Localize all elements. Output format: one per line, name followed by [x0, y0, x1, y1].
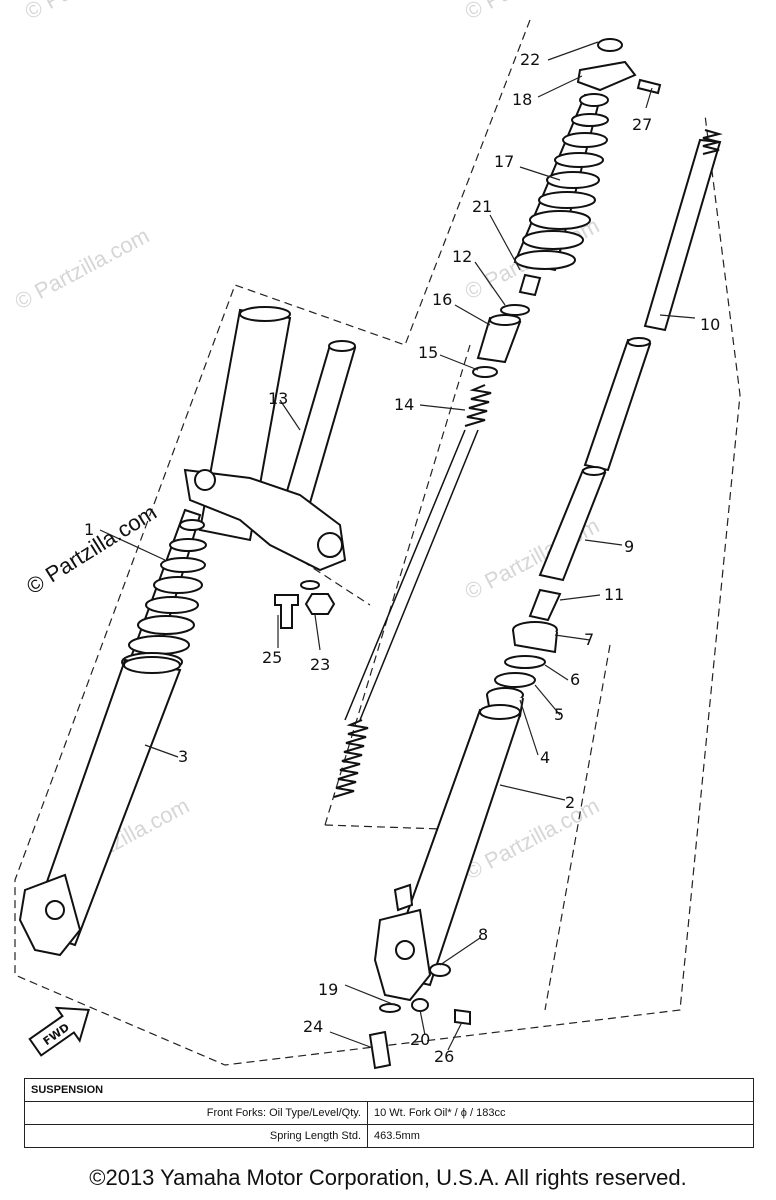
washer-20 — [411, 998, 429, 1012]
callout-27: 27 — [632, 115, 652, 134]
callout-19: 19 — [318, 980, 338, 999]
spec-label: Spring Length Std. — [24, 1124, 368, 1148]
callout-8: 8 — [478, 925, 488, 944]
fork-spring-14 — [333, 384, 492, 798]
clip-6 — [504, 655, 546, 669]
bolt-25 — [274, 594, 299, 629]
right-exploded-parts — [333, 38, 723, 1070]
spec-value: 463.5mm — [367, 1124, 754, 1148]
callout-5: 5 — [554, 705, 564, 724]
callout-16: 16 — [432, 290, 452, 309]
nut-23 — [304, 593, 336, 615]
inner-tube-cap — [239, 306, 291, 322]
table-row: Spring Length Std. 463.5mm — [24, 1124, 754, 1148]
fwd-arrow-icon: FWD — [28, 1006, 90, 1057]
callout-9: 9 — [624, 537, 634, 556]
callout-3: 3 — [178, 747, 188, 766]
callout-17: 17 — [494, 152, 514, 171]
ring-12 — [500, 304, 530, 316]
copyright-text: ©2013 Yamaha Motor Corporation, U.S.A. A… — [89, 1165, 687, 1190]
leader-lines — [99, 41, 696, 1051]
spec-value: 10 Wt. Fork Oil* / ϕ / 183cc — [367, 1101, 754, 1125]
guide-18 — [576, 60, 637, 92]
callout-10: 10 — [700, 315, 720, 334]
bolt-24 — [368, 1030, 392, 1070]
boot-17 — [513, 93, 609, 272]
fork-exploded-diagram: © Partzilla.com © Partzilla.com © Partzi… — [11, 0, 741, 1070]
spec-label: Front Forks: Oil Type/Level/Qty. — [24, 1101, 368, 1125]
left-fork-assembly — [18, 306, 357, 957]
callout-13: 13 — [268, 389, 288, 408]
callout-21: 21 — [472, 197, 492, 216]
callout-25: 25 — [262, 648, 282, 667]
watermark-text: © Partzilla.com — [461, 0, 604, 24]
table-row: Front Forks: Oil Type/Level/Qty. 10 Wt. … — [24, 1101, 754, 1125]
damper-rod-10 — [643, 129, 723, 332]
piece-11 — [528, 588, 562, 622]
washer-5 — [494, 672, 536, 688]
washer-19 — [379, 1003, 401, 1013]
callout-numbers: 22 18 27 17 21 12 16 10 15 14 13 1 9 11 … — [84, 50, 720, 1066]
callout-14: 14 — [394, 395, 414, 414]
callout-12: 12 — [452, 247, 472, 266]
bolt-26 — [454, 1008, 471, 1026]
bolt-27 — [636, 78, 662, 95]
callout-23: 23 — [310, 655, 330, 674]
callout-6: 6 — [570, 670, 580, 689]
callout-22: 22 — [520, 50, 540, 69]
inner-tube-9a — [583, 338, 652, 472]
callout-26: 26 — [434, 1047, 454, 1066]
collar-21 — [518, 273, 542, 297]
suspension-spec-table: SUSPENSION Front Forks: Oil Type/Level/Q… — [24, 1078, 754, 1148]
watermark-text: © Partzilla.com — [21, 0, 164, 24]
callout-1: 1 — [84, 520, 94, 539]
rubber-boot — [121, 508, 207, 672]
under-bracket — [183, 468, 347, 572]
callout-15: 15 — [418, 343, 438, 362]
spec-title: SUSPENSION — [24, 1078, 754, 1102]
spec-header-row: SUSPENSION — [24, 1078, 754, 1102]
callout-4: 4 — [540, 748, 550, 767]
washer-8 — [429, 963, 451, 977]
seat-15 — [472, 366, 498, 378]
watermark-text: © Partzilla.com — [11, 223, 154, 315]
callout-2: 2 — [565, 793, 575, 812]
callout-18: 18 — [512, 90, 532, 109]
callout-11: 11 — [604, 585, 624, 604]
callout-20: 20 — [410, 1030, 430, 1049]
cap-22 — [597, 38, 623, 52]
callout-24: 24 — [303, 1017, 323, 1036]
callout-7: 7 — [584, 630, 594, 649]
